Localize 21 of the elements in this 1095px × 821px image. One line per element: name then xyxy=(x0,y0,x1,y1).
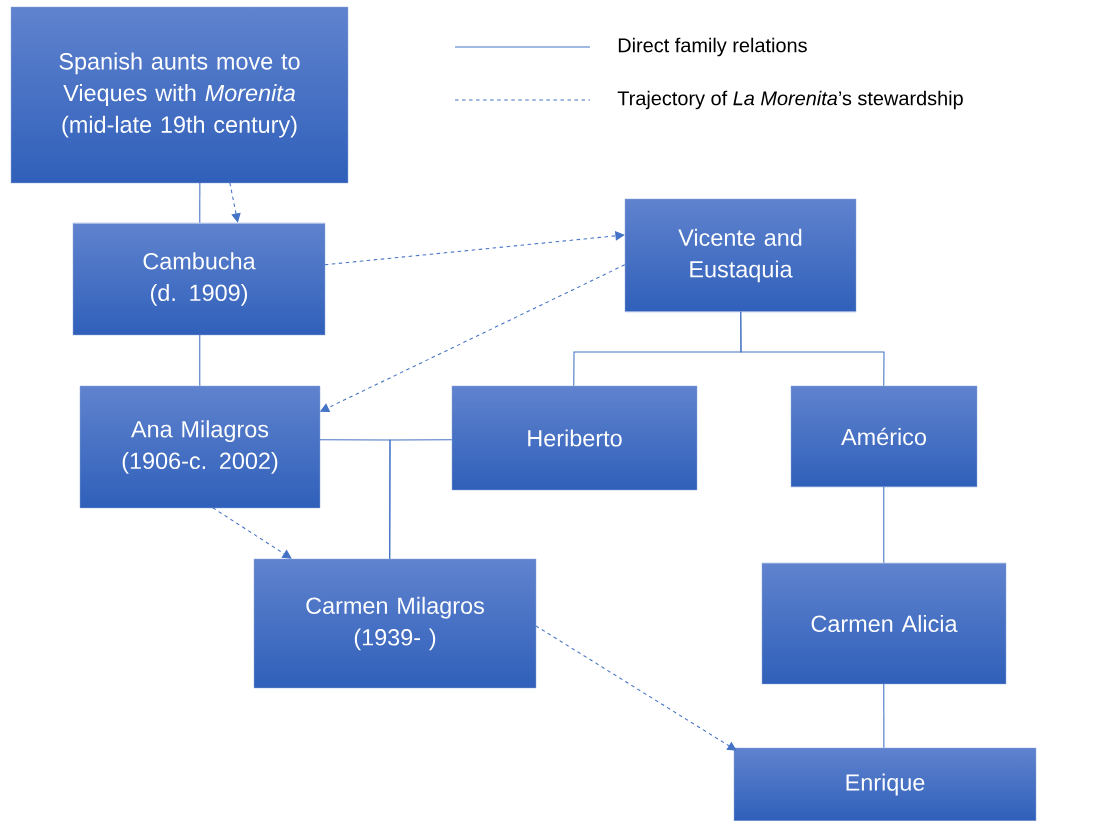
person-box: Carmen Milagros (1939- ) xyxy=(253,558,537,689)
person-box: Enrique xyxy=(733,747,1037,821)
connector-line xyxy=(883,683,885,749)
dashed-arrow xyxy=(212,507,292,559)
connector-line xyxy=(199,334,201,387)
person-box: Carmen Alicia xyxy=(761,562,1007,685)
legend-text: Direct family relations xyxy=(618,37,807,57)
dashed-arrow xyxy=(535,625,737,751)
connector-line xyxy=(883,486,885,564)
connector-line xyxy=(389,439,453,560)
person-box: Américo xyxy=(790,385,978,488)
person-box: Ana Milagros (1906-c. 2002) xyxy=(79,385,321,509)
connector-line xyxy=(740,311,885,387)
person-box: Spanish aunts move to Vieques with Morenita (mid-late 19th century) xyxy=(10,6,349,184)
legend-text: Trajectory of La Morenita’s stewardship xyxy=(617,90,963,110)
person-box: Cambucha (d. 1909) xyxy=(72,222,326,336)
person-box: Vicente and Eustaquia xyxy=(624,198,857,313)
person-box: Heriberto xyxy=(451,385,698,491)
dashed-arrow xyxy=(229,182,241,223)
dashed-arrow xyxy=(324,231,625,266)
connector-line xyxy=(199,182,201,224)
